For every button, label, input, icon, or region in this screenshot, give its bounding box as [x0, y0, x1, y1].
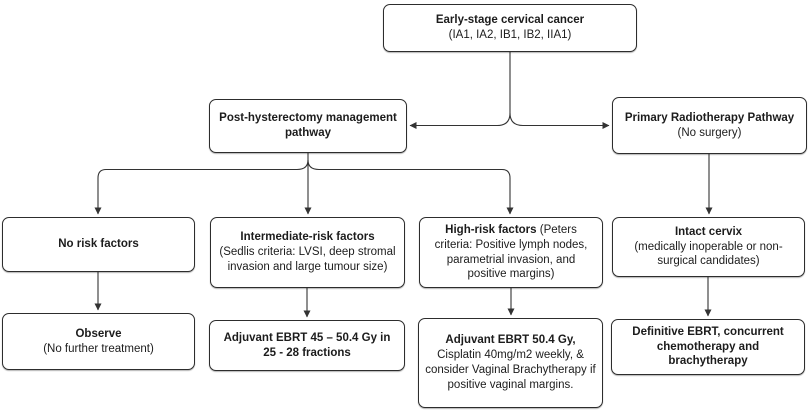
node-adjuvant-ebrt-intermediate: Adjuvant EBRT 45 – 50.4 Gy in 25 - 28 fr… — [209, 320, 405, 371]
node-intermediate-risk-factors: Intermediate-risk factors (Sedlis criter… — [210, 217, 405, 288]
node-detail: (IA1, IA2, IB1, IB2, IIA1) — [448, 29, 572, 41]
arrow-post-to-high-risk — [307, 159, 514, 215]
node-high-risk-factors: High-risk factors (Peters criteria: Posi… — [419, 217, 603, 288]
node-title: Adjuvant EBRT 45 – 50.4 Gy in 25 - 28 fr… — [223, 331, 391, 359]
node-post-hysterectomy-pathway: Post-hysterectomy management pathway — [209, 99, 407, 153]
node-detail: (Peters criteria: Positive lymph nodes, … — [434, 223, 588, 281]
node-detail: Cisplatin 40mg/m2 weekly, & consider Vag… — [425, 349, 596, 391]
node-title: Early-stage cervical cancer — [435, 14, 585, 27]
node-title: Post-hysterectomy management pathway — [219, 112, 397, 139]
node-title: No risk factors — [58, 238, 139, 251]
node-title: Adjuvant EBRT 50.4 Gy, — [445, 334, 576, 347]
arrow-top-to-primary-radiotherapy — [509, 112, 610, 129]
node-detail: (Sedlis criteria: LVSI, deep stromal inv… — [219, 246, 396, 273]
arrow-top-to-post-hysterectomy — [409, 52, 511, 129]
arrow-post-to-no-risk — [94, 159, 309, 215]
node-primary-radiotherapy-pathway: Primary Radiotherapy Pathway (No surgery… — [612, 97, 807, 154]
node-detail: (No further treatment) — [43, 342, 154, 355]
node-title: High-risk factors — [445, 223, 540, 236]
node-title: Intermediate-risk factors — [240, 231, 375, 244]
node-detail: (No surgery) — [677, 126, 742, 139]
node-adjuvant-ebrt-high-risk: Adjuvant EBRT 50.4 Gy, Cisplatin 40mg/m2… — [418, 318, 603, 408]
node-title: Definitive EBRT, concurrent chemotherapy… — [632, 325, 784, 368]
node-early-stage-cervical-cancer: Early-stage cervical cancer (IA1, IA2, I… — [383, 4, 637, 52]
node-detail: (medically inoperable or non-surgical ca… — [634, 240, 783, 268]
node-title: Observe — [75, 327, 122, 340]
node-title: Primary Radiotherapy Pathway — [624, 111, 795, 124]
node-no-risk-factors: No risk factors — [2, 217, 195, 272]
node-title: Intact cervix — [674, 225, 743, 238]
node-observe: Observe (No further treatment) — [2, 313, 195, 370]
node-intact-cervix: Intact cervix (medically inoperable or n… — [612, 217, 805, 277]
node-definitive-ebrt: Definitive EBRT, concurrent chemotherapy… — [611, 319, 805, 375]
